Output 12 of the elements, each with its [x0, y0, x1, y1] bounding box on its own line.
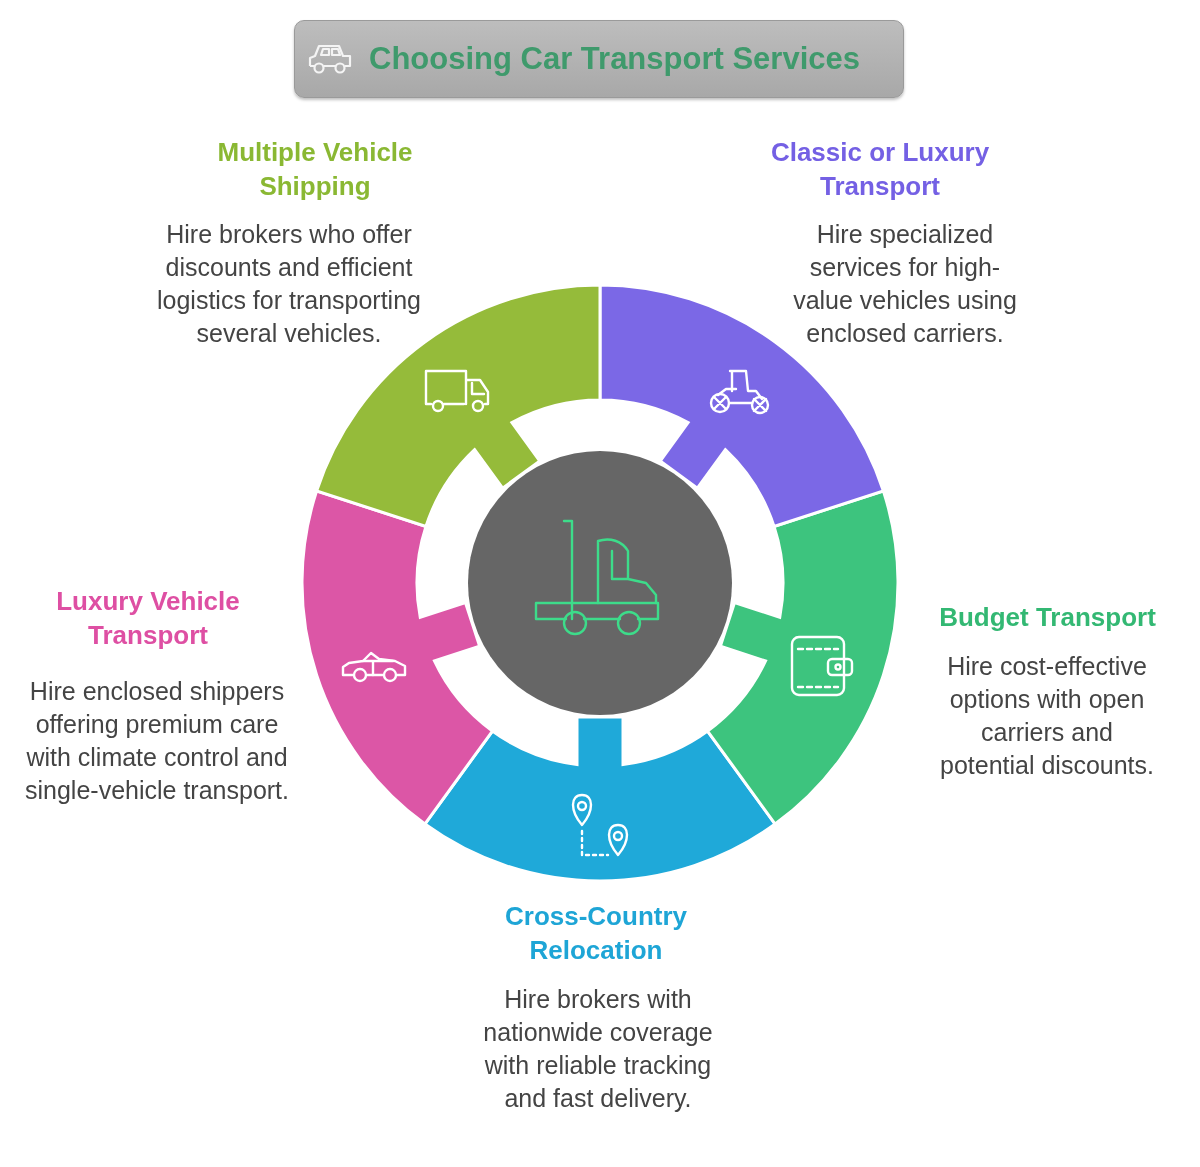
segment-description: Hire brokers with nationwide coverage with reliable tracking and fast delivery.	[482, 984, 714, 1114]
segment-heading: Classic or Luxury Transport	[769, 136, 991, 203]
segment-heading: Cross-Country Relocation	[504, 900, 688, 967]
title: Choosing Car Transport Services	[369, 41, 860, 77]
hub-circle	[468, 451, 732, 715]
segment-heading: Budget Transport	[938, 601, 1157, 634]
segment-description: Hire brokers who offer discounts and efficient logistics for transporting several vehicles.	[156, 219, 422, 349]
segment-description: Hire specialized services for high-value vehicles using enclosed carriers.	[792, 219, 1018, 349]
segment-description: Hire enclosed shippers offering premium care with climate control and single-vehicle transport.	[24, 676, 290, 806]
segment-description: Hire cost-effective options with open carriers and potential discounts.	[939, 651, 1155, 781]
segment-heading: Luxury Vehicle Transport	[55, 585, 241, 652]
segment-heading: Multiple Vehicle Shipping	[216, 136, 414, 203]
